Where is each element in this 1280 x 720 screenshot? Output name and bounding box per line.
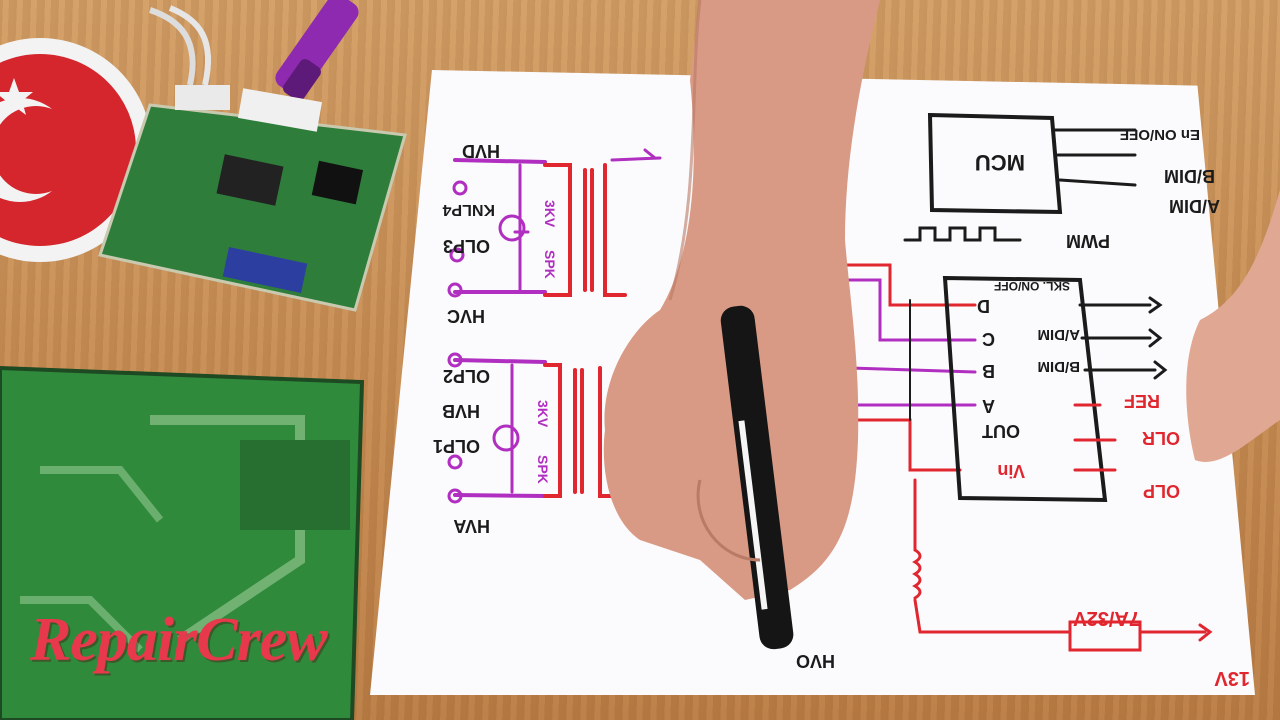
label-olp1: OLP1 xyxy=(433,436,480,456)
watermark-logo: RepairCrew xyxy=(30,606,328,674)
large-pcb xyxy=(0,365,365,720)
label-fuse-rating: 7A/32V xyxy=(1073,607,1140,629)
signal-olr: OLR xyxy=(1142,428,1180,448)
signal-skl-onoff: SKL. ON/OFF xyxy=(994,279,1070,293)
label-hvo: HVO xyxy=(796,651,835,671)
label-hvc: HVC xyxy=(447,306,485,326)
label-13v: 13V xyxy=(1214,667,1250,689)
signal-olp: OLP xyxy=(1143,481,1180,501)
xfmr-label-3kv-upper: 3KV xyxy=(542,200,558,228)
flag-badge xyxy=(0,38,152,262)
signal-a-dim: A/DIM xyxy=(1038,326,1081,343)
label-en-onoff: En ON/OFF xyxy=(1120,126,1200,143)
xfmr-label-3kv-lower: 3KV xyxy=(535,400,551,428)
signal-ref: REF xyxy=(1124,391,1160,411)
label-hvb: HVB xyxy=(442,401,480,421)
label-a-dim: A/DIM xyxy=(1169,196,1220,216)
label-hva: HVA xyxy=(453,516,490,536)
pin-d: D xyxy=(977,296,990,316)
xfmr-label-spk-upper: SPK xyxy=(542,250,558,279)
label-b-dim: B/DIM xyxy=(1164,166,1215,186)
label-mcu: MCU xyxy=(975,150,1025,175)
pin-out: OUT xyxy=(982,421,1020,441)
signal-b-dim: B/DIM xyxy=(1038,358,1081,375)
arm-with-marker xyxy=(603,0,880,650)
label-pwm: PWM xyxy=(1066,231,1110,251)
second-hand xyxy=(1186,190,1280,462)
label-olp2: OLP2 xyxy=(443,366,490,386)
pin-c: C xyxy=(982,329,995,349)
small-pcb xyxy=(98,5,407,312)
xfmr-label-spk-lower: SPK xyxy=(535,455,551,484)
pin-vin: Vin xyxy=(997,461,1025,481)
purple-marker xyxy=(275,0,359,101)
pin-b: B xyxy=(982,361,995,381)
label-knlp4: KNLP4 xyxy=(442,201,495,218)
label-hvd: HVD xyxy=(462,141,500,161)
label-olp3: OLP3 xyxy=(443,236,490,256)
pin-a: A xyxy=(982,396,995,416)
